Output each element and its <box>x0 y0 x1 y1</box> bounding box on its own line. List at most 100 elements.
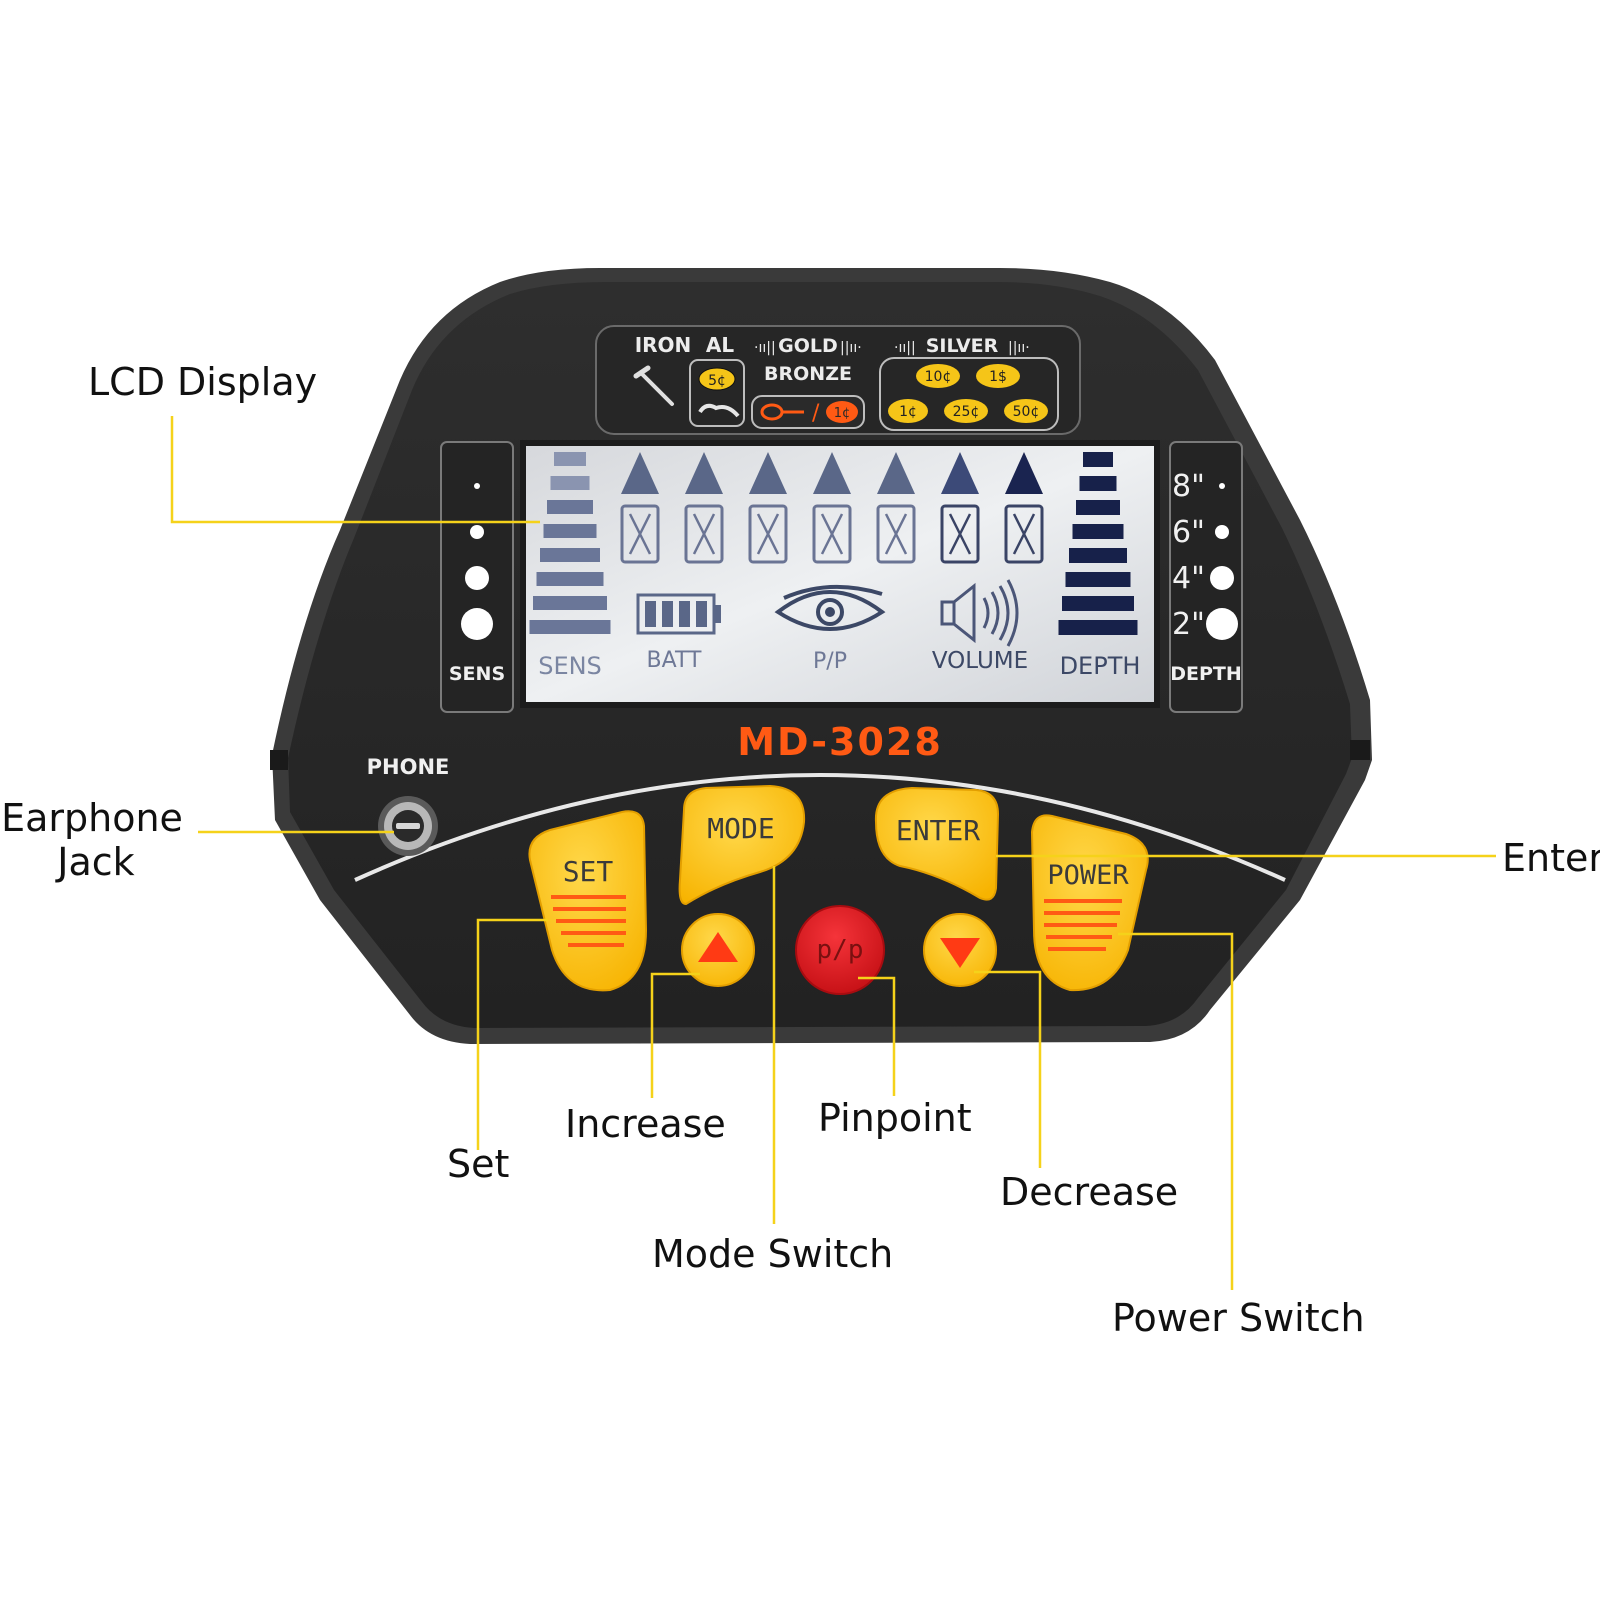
down-arrow-icon <box>940 938 980 968</box>
sens-bar <box>540 548 600 562</box>
lcd-callout-line <box>170 416 540 524</box>
target-triangle <box>1005 452 1043 494</box>
target-triangle <box>685 452 723 494</box>
target-box <box>1004 504 1044 564</box>
power-button[interactable]: POWER <box>1030 814 1149 992</box>
sens-bar <box>550 476 590 490</box>
iron-label: IRON <box>635 333 692 357</box>
depth-bar <box>1069 548 1127 563</box>
mode-button[interactable]: MODE <box>678 784 806 906</box>
mode-button-label: MODE <box>707 812 774 845</box>
target-indicator-row <box>620 452 1044 564</box>
target-triangle <box>749 452 787 494</box>
depth-side-panel: 8" 6" 4" 2" DEPTH <box>1169 441 1243 713</box>
target-box <box>684 504 724 564</box>
power-button-label: POWER <box>1047 860 1129 891</box>
depth-6-label: 6" <box>1172 515 1205 550</box>
battery-cell <box>679 601 690 627</box>
lcd-display-callout: LCD Display <box>88 360 318 404</box>
sens-bar <box>554 452 586 466</box>
sens-bar <box>533 596 607 610</box>
side-sens-label: SENS <box>449 663 505 685</box>
target-box <box>620 504 660 564</box>
enter-button[interactable]: ENTER <box>874 786 1000 901</box>
nail-icon <box>633 365 674 406</box>
target-triangle <box>877 452 915 494</box>
target-box <box>812 504 852 564</box>
target-triangle <box>621 452 659 494</box>
svg-text:·ıı||: ·ıı|| <box>754 340 776 356</box>
lcd-batt-label: BATT <box>647 648 702 673</box>
depth-bar <box>1083 452 1113 467</box>
svg-text:||ıı·: ||ıı· <box>840 340 862 356</box>
target-x <box>948 513 972 555</box>
depth-bar <box>1058 620 1138 635</box>
panel-arc <box>354 773 1286 882</box>
depth-bar-meter <box>1058 452 1138 635</box>
side-depth-label: DEPTH <box>1170 663 1242 685</box>
target-box <box>876 504 916 564</box>
enter-button-label: ENTER <box>896 814 980 847</box>
al-label: AL <box>706 333 734 357</box>
depth-8-label: 8" <box>1172 469 1205 504</box>
sens-bar <box>543 524 597 538</box>
set-button-label: SET <box>563 855 614 888</box>
earphone-callout-line2: Jack <box>57 840 135 884</box>
sens-bar <box>529 620 611 634</box>
pinpoint-button-label: p/p <box>817 935 864 965</box>
pull-tab-icon <box>698 403 740 418</box>
coin-1d-label: 1$ <box>989 369 1007 385</box>
bronze-label: BRONZE <box>764 363 852 385</box>
target-box <box>748 504 788 564</box>
lcd-volume-label: VOLUME <box>932 648 1028 674</box>
lcd-sens-label: SENS <box>538 652 602 680</box>
decrease-callout-line <box>974 970 1042 1168</box>
coin-1b-label: 1¢ <box>899 404 917 420</box>
callout-lines <box>170 416 1496 1290</box>
depth-bar <box>1072 524 1124 539</box>
target-x <box>628 513 652 555</box>
battery-icon <box>636 593 721 635</box>
increase-button[interactable] <box>681 913 755 987</box>
power-callout-line <box>1118 932 1234 1290</box>
coin-10-label: 10¢ <box>925 369 952 385</box>
target-id-panel: IRON AL ·ıı|| GOLD ||ıı· ·ıı|| SILVER ||… <box>595 325 1081 435</box>
gold-label: GOLD <box>778 335 838 357</box>
target-triangle <box>813 452 851 494</box>
up-arrow-icon <box>698 932 738 962</box>
target-triangle <box>941 452 979 494</box>
target-x <box>1012 513 1036 555</box>
silver-label: SILVER <box>926 335 999 357</box>
svg-text:·ıı||: ·ıı|| <box>894 340 916 356</box>
set-callout: Set <box>447 1142 510 1186</box>
sens-bar <box>547 500 593 514</box>
decrease-button[interactable] <box>923 913 997 987</box>
pinpoint-callout-line <box>858 976 896 1096</box>
target-x <box>884 513 908 555</box>
coin-25-label: 25¢ <box>953 404 980 420</box>
sens-bar-meter <box>529 452 611 634</box>
lcd-depth-label: DEPTH <box>1060 652 1141 680</box>
decrease-callout: Decrease <box>1000 1170 1179 1214</box>
enter-callout: Enter <box>1502 836 1600 880</box>
depth-2-label: 2" <box>1172 607 1205 642</box>
earphone-jack[interactable] <box>378 796 438 856</box>
key-icon <box>760 403 804 421</box>
pinpoint-button[interactable]: p/p <box>795 905 885 995</box>
coin-5-label: 5¢ <box>708 373 726 389</box>
eye-icon <box>774 584 886 631</box>
target-x <box>820 513 844 555</box>
svg-text:||ıı·: ||ıı· <box>1008 340 1030 356</box>
target-box <box>940 504 980 564</box>
battery-cell <box>696 601 707 627</box>
coin-1-label: 1¢ <box>834 406 851 421</box>
speaker-icon <box>940 579 1019 647</box>
battery-cell <box>662 601 673 627</box>
depth-bar <box>1079 476 1117 491</box>
set-callout-line <box>476 918 548 1150</box>
sens-bar <box>536 572 604 586</box>
set-button[interactable]: SET <box>528 810 648 992</box>
sens-side-panel: SENS <box>440 441 514 713</box>
